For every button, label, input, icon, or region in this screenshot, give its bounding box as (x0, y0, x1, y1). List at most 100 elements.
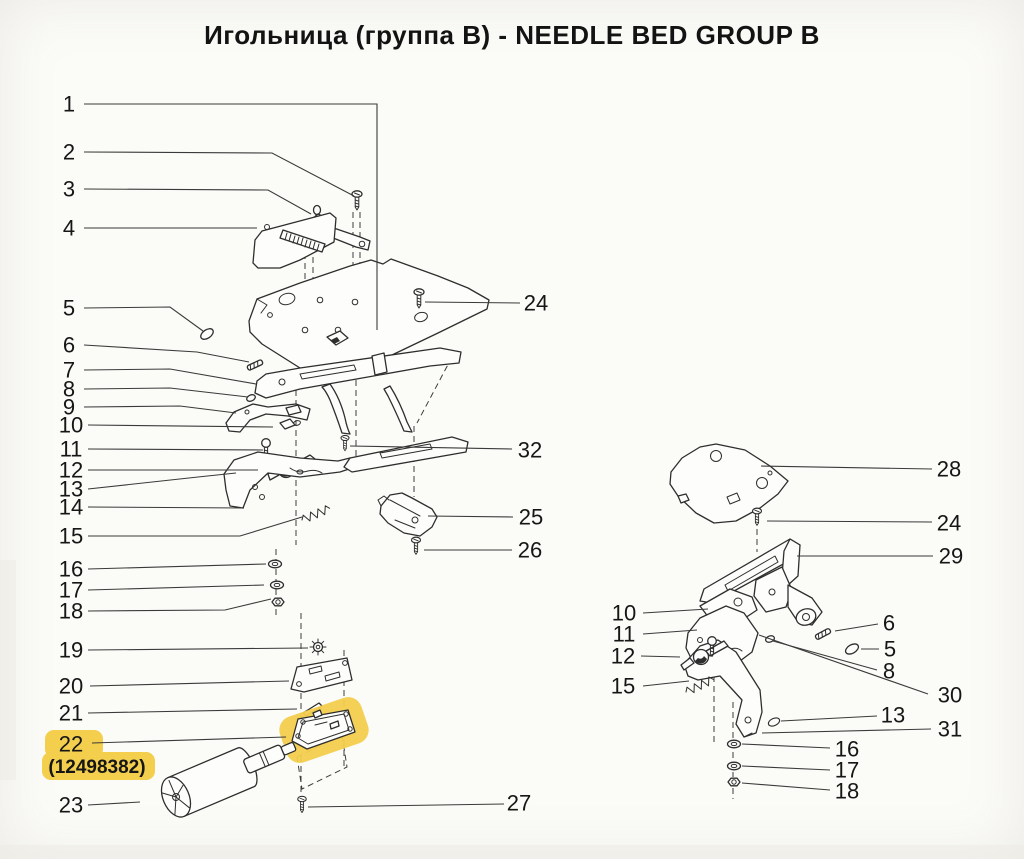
leader-line-31-36 (761, 728, 932, 734)
leader-line-17-38 (741, 765, 831, 771)
callout-16-37: 16 (835, 737, 859, 762)
callout-14-13: 14 (59, 495, 83, 520)
part-2-screw (351, 190, 363, 211)
part-17-washer (269, 580, 285, 590)
callout-16-15: 16 (59, 557, 83, 582)
leader-line-10-40 (642, 608, 709, 614)
leader-line-16-37 (741, 743, 831, 749)
callout-5-32: 5 (884, 637, 896, 662)
callout-18-17: 18 (59, 599, 83, 624)
leader-line-30-34 (758, 634, 929, 695)
callout-27-27: 27 (507, 791, 531, 816)
callout-17-16: 17 (59, 578, 83, 603)
leader-line-32-24 (349, 445, 513, 450)
part-6-pin-right (814, 627, 832, 641)
callout-1-0: 1 (63, 92, 75, 117)
part-20-plate (290, 657, 353, 693)
leader-line-6-5 (83, 344, 250, 363)
part-13-oval-right (766, 715, 782, 729)
part-15-spring (299, 504, 332, 525)
leader-line-27-27 (307, 803, 505, 808)
part-16-washer-right (726, 739, 742, 749)
leader-line-11-10 (87, 448, 264, 451)
leader-line-19-18 (87, 647, 309, 651)
part-27-screw (297, 795, 307, 814)
leader-line-13-35 (780, 715, 878, 722)
callout-21-20: 21 (59, 701, 83, 726)
part-4-needle-bed-plate (252, 212, 337, 269)
highlight-blob-label-22 (45, 730, 103, 758)
callout-8-33: 8 (883, 659, 895, 684)
callout-24-23: 24 (524, 291, 548, 316)
callout-25-25: 25 (519, 505, 543, 530)
callout-28-28: 28 (937, 457, 961, 482)
part-18-nut-right (727, 777, 741, 787)
part-5-oval-right (843, 641, 861, 657)
callout-6-31: 6 (883, 611, 895, 636)
highlight-blob-part-code (42, 752, 155, 780)
leader-line-16-15 (87, 563, 267, 570)
part-6-pin (246, 358, 264, 372)
leader-line-7-6 (83, 368, 257, 385)
part-10-clip (279, 418, 296, 430)
callout-11-10: 11 (60, 437, 83, 462)
part-26-screw (410, 536, 422, 555)
leader-line-11-41 (642, 629, 698, 635)
callout-30-34: 30 (938, 683, 962, 708)
leader-line-24-23 (424, 301, 521, 304)
leader-line-25-25 (427, 515, 514, 518)
part-8-oval-small (246, 394, 256, 402)
part-14-chevron-plate (223, 436, 469, 509)
leader-line-15-43 (642, 680, 690, 687)
leader-line-5-4 (83, 306, 204, 332)
callout-2-1: 2 (63, 140, 75, 165)
callout-32-24: 32 (518, 438, 542, 463)
callout-5-4: 5 (63, 296, 75, 321)
part-32-screw (340, 434, 350, 452)
leader-line-15-14 (88, 516, 303, 537)
callout-11-41: 11 (613, 622, 636, 647)
callout-3-2: 3 (63, 177, 75, 202)
callout-18-39: 18 (835, 779, 859, 804)
leader-line-20-19 (89, 680, 290, 687)
callout-10-9: 10 (59, 413, 83, 438)
callout-15-14: 15 (59, 524, 83, 549)
part-23-roller (160, 741, 297, 818)
leader-line-10-9 (87, 424, 274, 428)
leader-line-18-17 (87, 598, 272, 612)
leader-line-8-7 (83, 387, 249, 398)
leader-line-3-2 (83, 188, 312, 215)
callout-26-26: 26 (518, 538, 542, 563)
leader-line-2-1 (83, 151, 355, 197)
leader-line-28-28 (760, 465, 933, 470)
callout-8-7: 8 (63, 377, 75, 402)
part-24-screw-right (751, 507, 763, 526)
part-22-plate-highlighted (291, 709, 356, 750)
part-5-oval-ring (198, 325, 216, 343)
callout-10-40: 10 (612, 601, 636, 626)
leader-line-24-29 (766, 520, 933, 523)
leader-line-1-0 (84, 103, 378, 330)
part-29-bracket-assembly (699, 538, 823, 626)
part-code-label: (12498382) (48, 757, 145, 778)
callout-19-18: 19 (59, 638, 83, 663)
part-19-gear-knob (309, 638, 327, 656)
leader-line-6-31 (834, 623, 879, 632)
callout-7-6: 7 (63, 358, 75, 383)
callout-24-29: 24 (937, 511, 961, 536)
callout-20-19: 20 (59, 674, 83, 699)
callout-12-11: 12 (59, 458, 83, 483)
part-sinker-blade (321, 383, 413, 435)
callout-23-22: 23 (59, 793, 83, 818)
diagram-title: Игольница (группа В) - NEEDLE BED GROUP … (204, 20, 820, 50)
callout-31-36: 31 (938, 717, 962, 742)
part-12-crank-right (680, 640, 729, 671)
part-17-washer-right (726, 761, 742, 771)
leader-line-21-20 (87, 708, 298, 714)
part-16-washer (267, 559, 283, 569)
leader-line-17-16 (87, 584, 265, 591)
part-7-rail-bar (254, 347, 462, 399)
callout-22-21: 22 (59, 732, 83, 757)
